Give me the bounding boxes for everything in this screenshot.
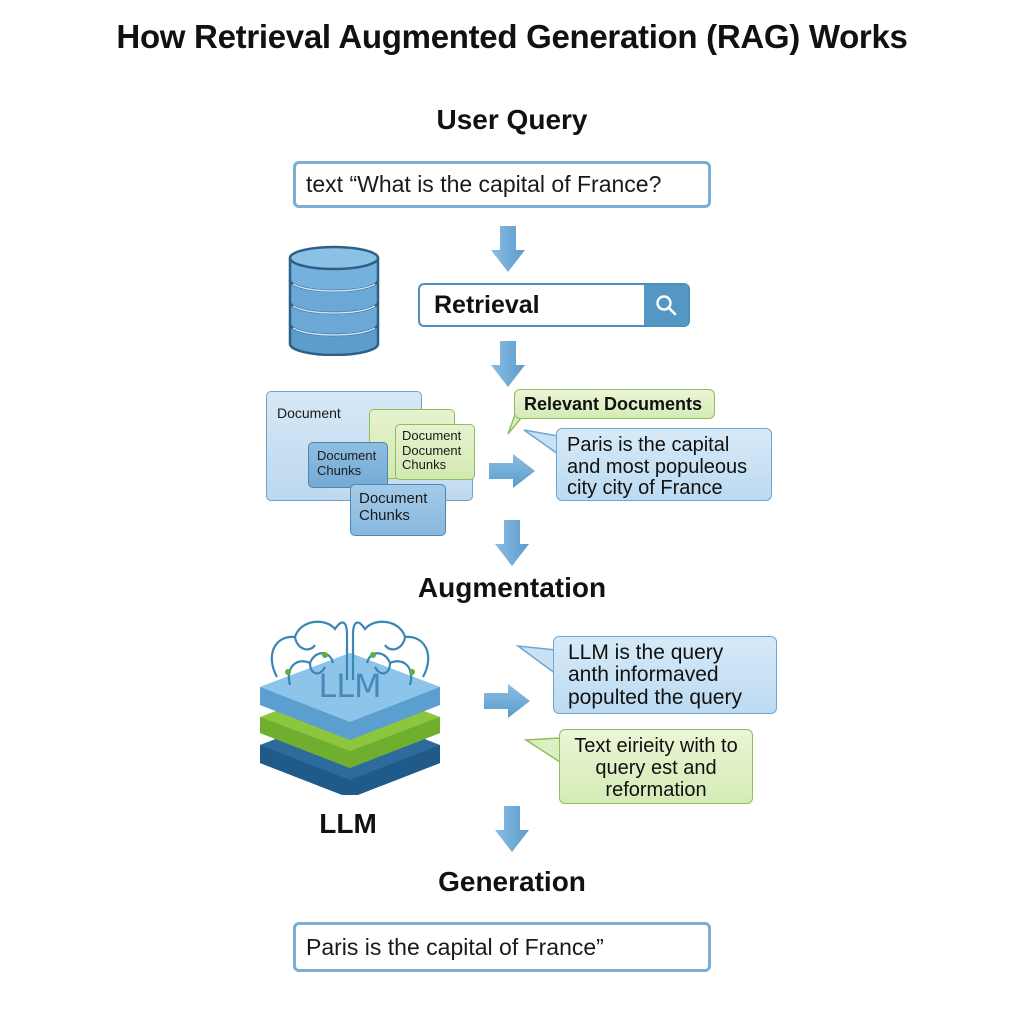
- relevant-text-callout: Paris is the capital and most populeous …: [556, 428, 772, 501]
- query-text: text “What is the capital of France?: [306, 171, 662, 197]
- llm-caption: LLM: [319, 808, 377, 839]
- document-chunk-card: Document Chunks: [308, 442, 388, 488]
- document-chunk-label: Document Document Chunks: [402, 428, 462, 473]
- user-query-heading: User Query: [436, 104, 588, 135]
- document-chunk-card: Document Chunks: [350, 484, 446, 536]
- relevant-documents-label: Relevant Documents: [524, 394, 703, 414]
- document-chunk-label: Document Chunks: [317, 448, 377, 478]
- arrow-right-icon: [484, 684, 530, 718]
- magnifier-icon: [656, 295, 677, 316]
- arrow-down-icon: [491, 226, 525, 272]
- llm-icon-text: LLM: [318, 667, 381, 705]
- arrow-down-icon: [495, 806, 529, 852]
- document-chunk-card: Document Document Chunks: [395, 424, 475, 480]
- augmentation-heading: Augmentation: [417, 572, 607, 603]
- augmentation-callout-text: Text eirieity with to query est and refo…: [559, 729, 753, 804]
- relevant-documents-callout: Relevant Documents: [514, 389, 715, 419]
- database-icon: [288, 245, 380, 356]
- augmentation-callout-llm: LLM is the query anth informaved populte…: [553, 636, 777, 714]
- llm-brain-stack-icon: LLM: [260, 620, 440, 795]
- retrieval-label: Retrieval: [434, 290, 540, 319]
- augmentation-callout-text: Text eirieity with to query est and refo…: [574, 735, 738, 801]
- callout-tail: [515, 644, 557, 676]
- query-input-box: text “What is the capital of France?: [293, 161, 711, 208]
- answer-output-box: Paris is the capital of France”: [293, 922, 711, 972]
- diagram-title: How Retrieval Augmented Generation (RAG)…: [116, 18, 908, 55]
- answer-text: Paris is the capital of France”: [306, 933, 604, 960]
- generation-heading: Generation: [438, 866, 586, 897]
- document-chunk-label: Document Chunks: [359, 490, 428, 524]
- arrow-down-icon: [491, 341, 525, 387]
- search-button[interactable]: [644, 285, 688, 325]
- document-label: Document: [277, 405, 341, 421]
- augmentation-callout-text: LLM is the query anth informaved populte…: [568, 641, 742, 709]
- relevant-text: Paris is the capital and most populeous …: [567, 434, 748, 500]
- callout-tail: [523, 737, 561, 764]
- callout-tail: [523, 429, 559, 456]
- arrow-right-icon: [489, 454, 535, 488]
- retrieval-search-bar[interactable]: Retrieval: [418, 283, 690, 327]
- arrow-down-icon: [495, 520, 529, 566]
